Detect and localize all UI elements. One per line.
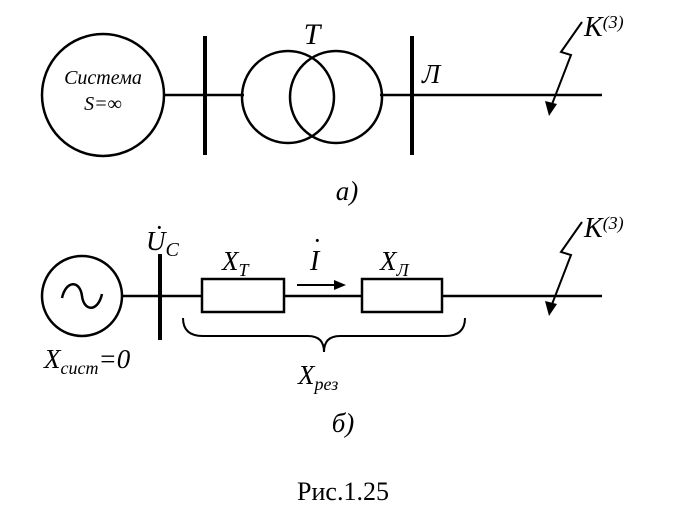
xt-label: XT xyxy=(221,246,251,280)
xsys-label: Xсист=0 xyxy=(43,344,131,378)
current-label: I xyxy=(309,246,321,277)
diagram-b: · UC XT · I XЛ K(3) Xсист=0 Xрез б) xyxy=(40,213,624,438)
xl-label: XЛ xyxy=(379,246,411,280)
resultant-brace xyxy=(182,317,466,353)
xres-label: Xрез xyxy=(297,360,338,394)
caption-a: а) xyxy=(336,176,359,206)
voltage-dot: · xyxy=(155,213,164,242)
line-label: Л xyxy=(421,59,442,89)
transformer-winding-2 xyxy=(288,49,384,145)
transformer-label: T xyxy=(304,18,323,51)
diagram-a: Система S=∞ T Л K(3) а) xyxy=(40,12,624,206)
current-dot: · xyxy=(313,226,322,255)
transformer-winding-1 xyxy=(240,49,336,145)
figure-caption: Рис.1.25 xyxy=(297,477,389,506)
fault-arrow-b xyxy=(548,221,583,313)
fault-arrowhead-a xyxy=(545,101,557,116)
fault-label-b: K(3) xyxy=(583,213,624,244)
fault-label-a: K(3) xyxy=(583,12,624,43)
system-power-label: S=∞ xyxy=(84,93,122,115)
system-label: Система xyxy=(64,67,142,89)
fault-arrow-a xyxy=(548,21,583,113)
resistor-xl xyxy=(360,277,444,314)
caption-b: б) xyxy=(332,408,355,438)
fault-arrowhead-b xyxy=(545,301,557,316)
voltage-label: UC xyxy=(146,226,180,261)
resistor-xt xyxy=(200,277,286,314)
sine-wave-icon xyxy=(60,283,104,309)
current-arrow-head xyxy=(334,280,346,290)
